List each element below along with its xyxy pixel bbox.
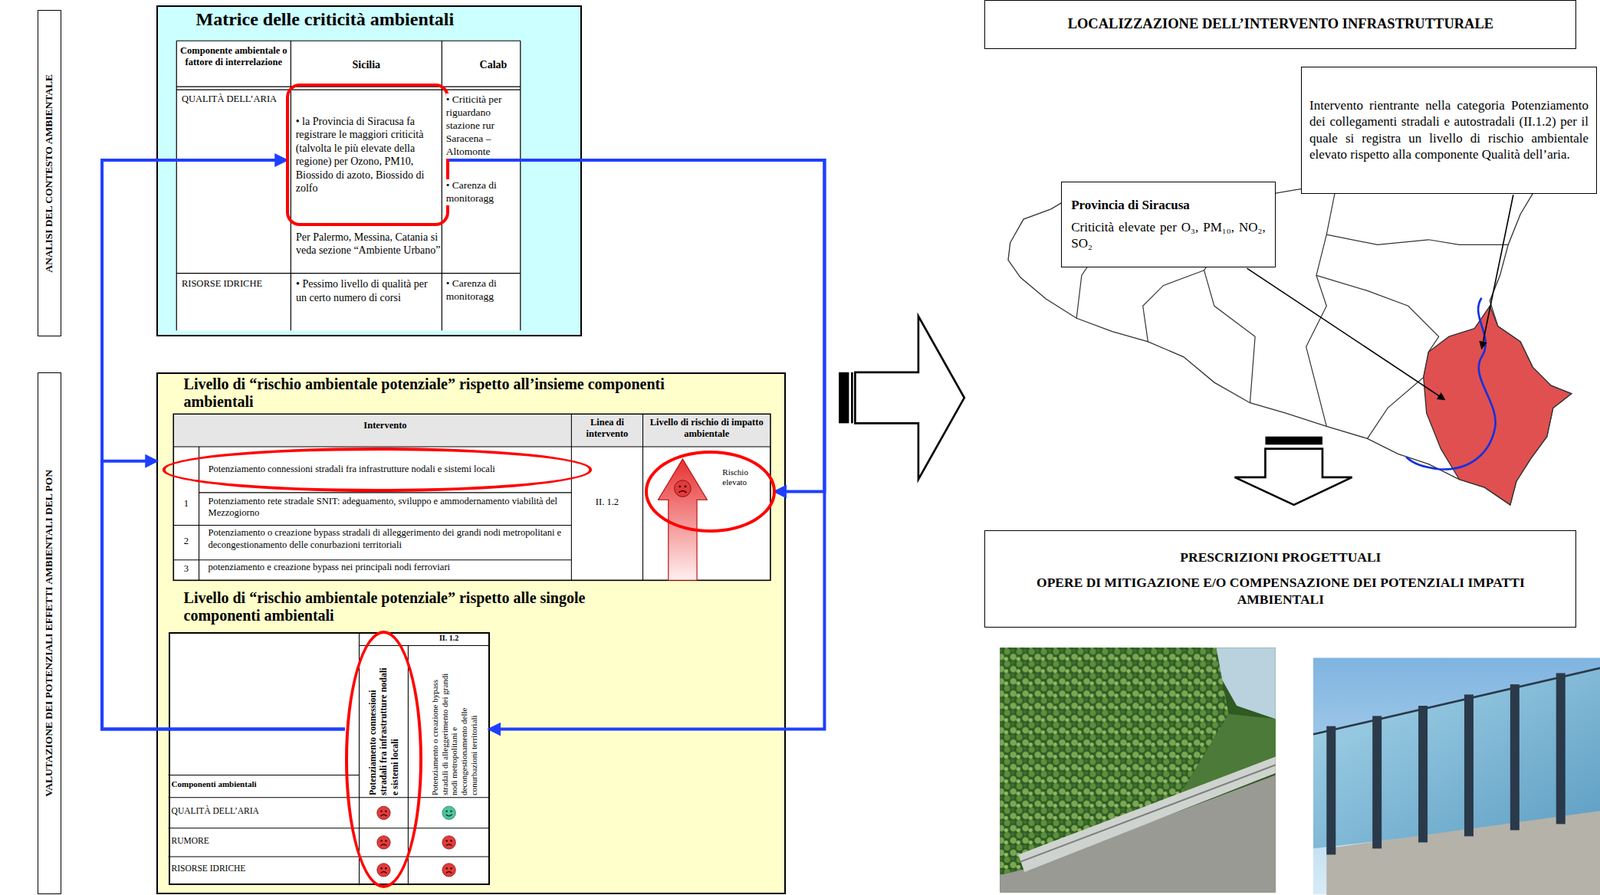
callout-text: Intervento rientrante nella categoria Po… xyxy=(1309,97,1589,163)
table-grid xyxy=(168,632,490,886)
panel-title: Livello di “rischio ambientale potenzial… xyxy=(183,589,588,625)
photo-green-wall xyxy=(1020,765,1276,862)
block-arrow xyxy=(1235,449,1353,506)
table-cell: • Carenza di monitoragg xyxy=(446,277,518,304)
photo-noise-barrier xyxy=(1372,716,1382,849)
box-heading: OPERE DI MITIGAZIONE E/O COMPENSAZIONE D… xyxy=(994,574,1567,609)
risk-label: Rischio elevato xyxy=(722,467,772,490)
table-cell: RISORSE IDRICHE xyxy=(181,278,284,291)
photo-noise-barrier xyxy=(1326,726,1336,856)
callout-box: Provincia di SiracusaCriticità elevate p… xyxy=(1061,181,1276,268)
table-cell: Per Palermo, Messina, Catania si veda se… xyxy=(295,230,441,258)
table-cell: • Criticità per riguardano stazione rur … xyxy=(446,93,518,158)
risk-arrow xyxy=(674,480,692,498)
block-arrow xyxy=(838,316,1352,506)
highlight-ellipse: Rischio elevato xyxy=(644,450,776,533)
risk-arrow xyxy=(657,459,707,581)
table-cell: Potenziamento rete stradale SNIT: adegua… xyxy=(208,496,569,520)
highlight-ellipse: Potenziamento connessioni stradali fra i… xyxy=(344,630,423,890)
table-cell: 3 xyxy=(175,563,198,576)
header-box: LOCALIZZAZIONE DELL’INTERVENTO INFRASTRU… xyxy=(984,0,1577,50)
table-cell: 2 xyxy=(175,535,198,549)
map-sicily xyxy=(1008,163,1572,506)
table-grid xyxy=(174,414,770,447)
face-icon xyxy=(442,864,456,878)
table-cell: QUALITÀ DELL’ARIA xyxy=(171,805,358,817)
face-icon xyxy=(377,806,456,878)
face-icon xyxy=(377,806,391,820)
table-cell: Componenti ambientali xyxy=(171,779,358,791)
photo-green-wall xyxy=(999,647,1275,893)
connector-arrow xyxy=(449,160,825,730)
side-label: VALUTAZIONE DEI POTENZIALI EFFETTI AMBIE… xyxy=(42,378,56,889)
photo-noise-barrier xyxy=(1510,684,1520,831)
table-header: II. 1.2 xyxy=(407,634,490,644)
table-cell: Intervento xyxy=(199,420,572,433)
photo-noise-barrier xyxy=(1556,673,1566,825)
prescription-box: PRESCRIZIONI PROGETTUALI OPERE DI MITIGAZ… xyxy=(984,530,1577,628)
table-grid xyxy=(173,413,771,581)
column-header: Potenziamento connessioni stradali fra i… xyxy=(367,663,401,796)
table-grid xyxy=(176,40,521,331)
panel-title: Matrice delle criticità ambientali xyxy=(196,9,574,31)
table-cell: Potenziamento o creazione bypass stradal… xyxy=(208,527,569,552)
photo-noise-barrier xyxy=(1313,668,1600,850)
photo-noise-barrier xyxy=(1418,706,1428,843)
table-cell: 1 xyxy=(175,498,198,511)
table-cell: Calab xyxy=(479,58,520,73)
table-cell: • Pessimo livello di qualità per un cert… xyxy=(295,277,441,305)
photo-green-wall xyxy=(999,647,1275,893)
highlight-ellipse: Potenziamento connessioni stradali fra i… xyxy=(162,447,592,492)
highlight-box: • la Provincia di Siracusa fa registrare… xyxy=(285,83,450,227)
photo-green-wall xyxy=(1018,757,1275,873)
map-sicily xyxy=(1008,163,1572,506)
block-arrow xyxy=(854,316,964,480)
photo-noise-barrier xyxy=(1313,657,1600,895)
table-cell-text: • la Provincia di Siracusa fa registrare… xyxy=(295,114,440,196)
table-grid xyxy=(176,40,521,331)
column-header: Potenziamento o creazione bypass stradal… xyxy=(430,663,479,796)
table-cell: II. 1.2 xyxy=(573,496,641,510)
face-icon xyxy=(442,806,456,820)
table-grid xyxy=(173,413,771,581)
table-cell: RISORSE IDRICHE xyxy=(171,863,358,874)
leader-line xyxy=(1246,194,1513,401)
callout-text: Criticità elevate per O₃, PM₁₀, NO₂, SO₂ xyxy=(1071,219,1266,253)
table-cell-text: Potenziamento connessioni stradali fra i… xyxy=(208,463,556,477)
photo-noise-barrier xyxy=(1313,657,1600,895)
callout-box: Intervento rientrante nella categoria Po… xyxy=(1301,66,1597,194)
side-label-box: ANALISI DEL CONTESTO AMBIENTALE xyxy=(37,9,62,337)
callout-heading: Provincia di Siracusa xyxy=(1071,197,1266,214)
table-cell: • Carenza di monitoragg xyxy=(446,179,518,206)
photo-green-wall xyxy=(999,775,1275,894)
face-icon xyxy=(377,836,391,850)
table-cell: QUALITÀ DELL’ARIA xyxy=(181,93,284,106)
connector-arrow xyxy=(449,160,825,493)
header-text: LOCALIZZAZIONE DELL’INTERVENTO INFRASTRU… xyxy=(992,15,1568,33)
table-cell: RUMORE xyxy=(171,835,358,847)
map-sicily xyxy=(1423,305,1572,506)
block-arrow xyxy=(850,372,854,424)
side-label-box: VALUTAZIONE DEI POTENZIALI EFFETTI AMBIE… xyxy=(37,372,62,895)
risk-arrow xyxy=(657,459,707,581)
face-icon xyxy=(442,836,456,850)
table-cell: Sicilia xyxy=(292,58,441,73)
block-arrow xyxy=(838,372,849,424)
table-cell: potenziamento e creazione bypass nei pri… xyxy=(208,561,569,575)
leader-line xyxy=(1481,194,1514,349)
table-grid xyxy=(173,413,771,581)
panel-title: Livello di “rischio ambientale potenzial… xyxy=(183,375,669,411)
table-grid xyxy=(176,40,521,331)
block-arrow xyxy=(1264,436,1323,446)
side-label: ANALISI DEL CONTESTO AMBIENTALE xyxy=(42,15,56,332)
box-heading: PRESCRIZIONI PROGETTUALI xyxy=(994,549,1567,567)
leader-line xyxy=(1246,268,1445,401)
photo-noise-barrier xyxy=(1464,694,1474,837)
table-cell: Livello di rischio di impatto ambientale xyxy=(644,417,769,440)
table-grid xyxy=(168,632,490,886)
table-cell: Linea di intervento xyxy=(573,417,641,440)
face-icon xyxy=(377,864,391,878)
table-cell: Componente ambientale o fattore di inter… xyxy=(178,45,290,69)
